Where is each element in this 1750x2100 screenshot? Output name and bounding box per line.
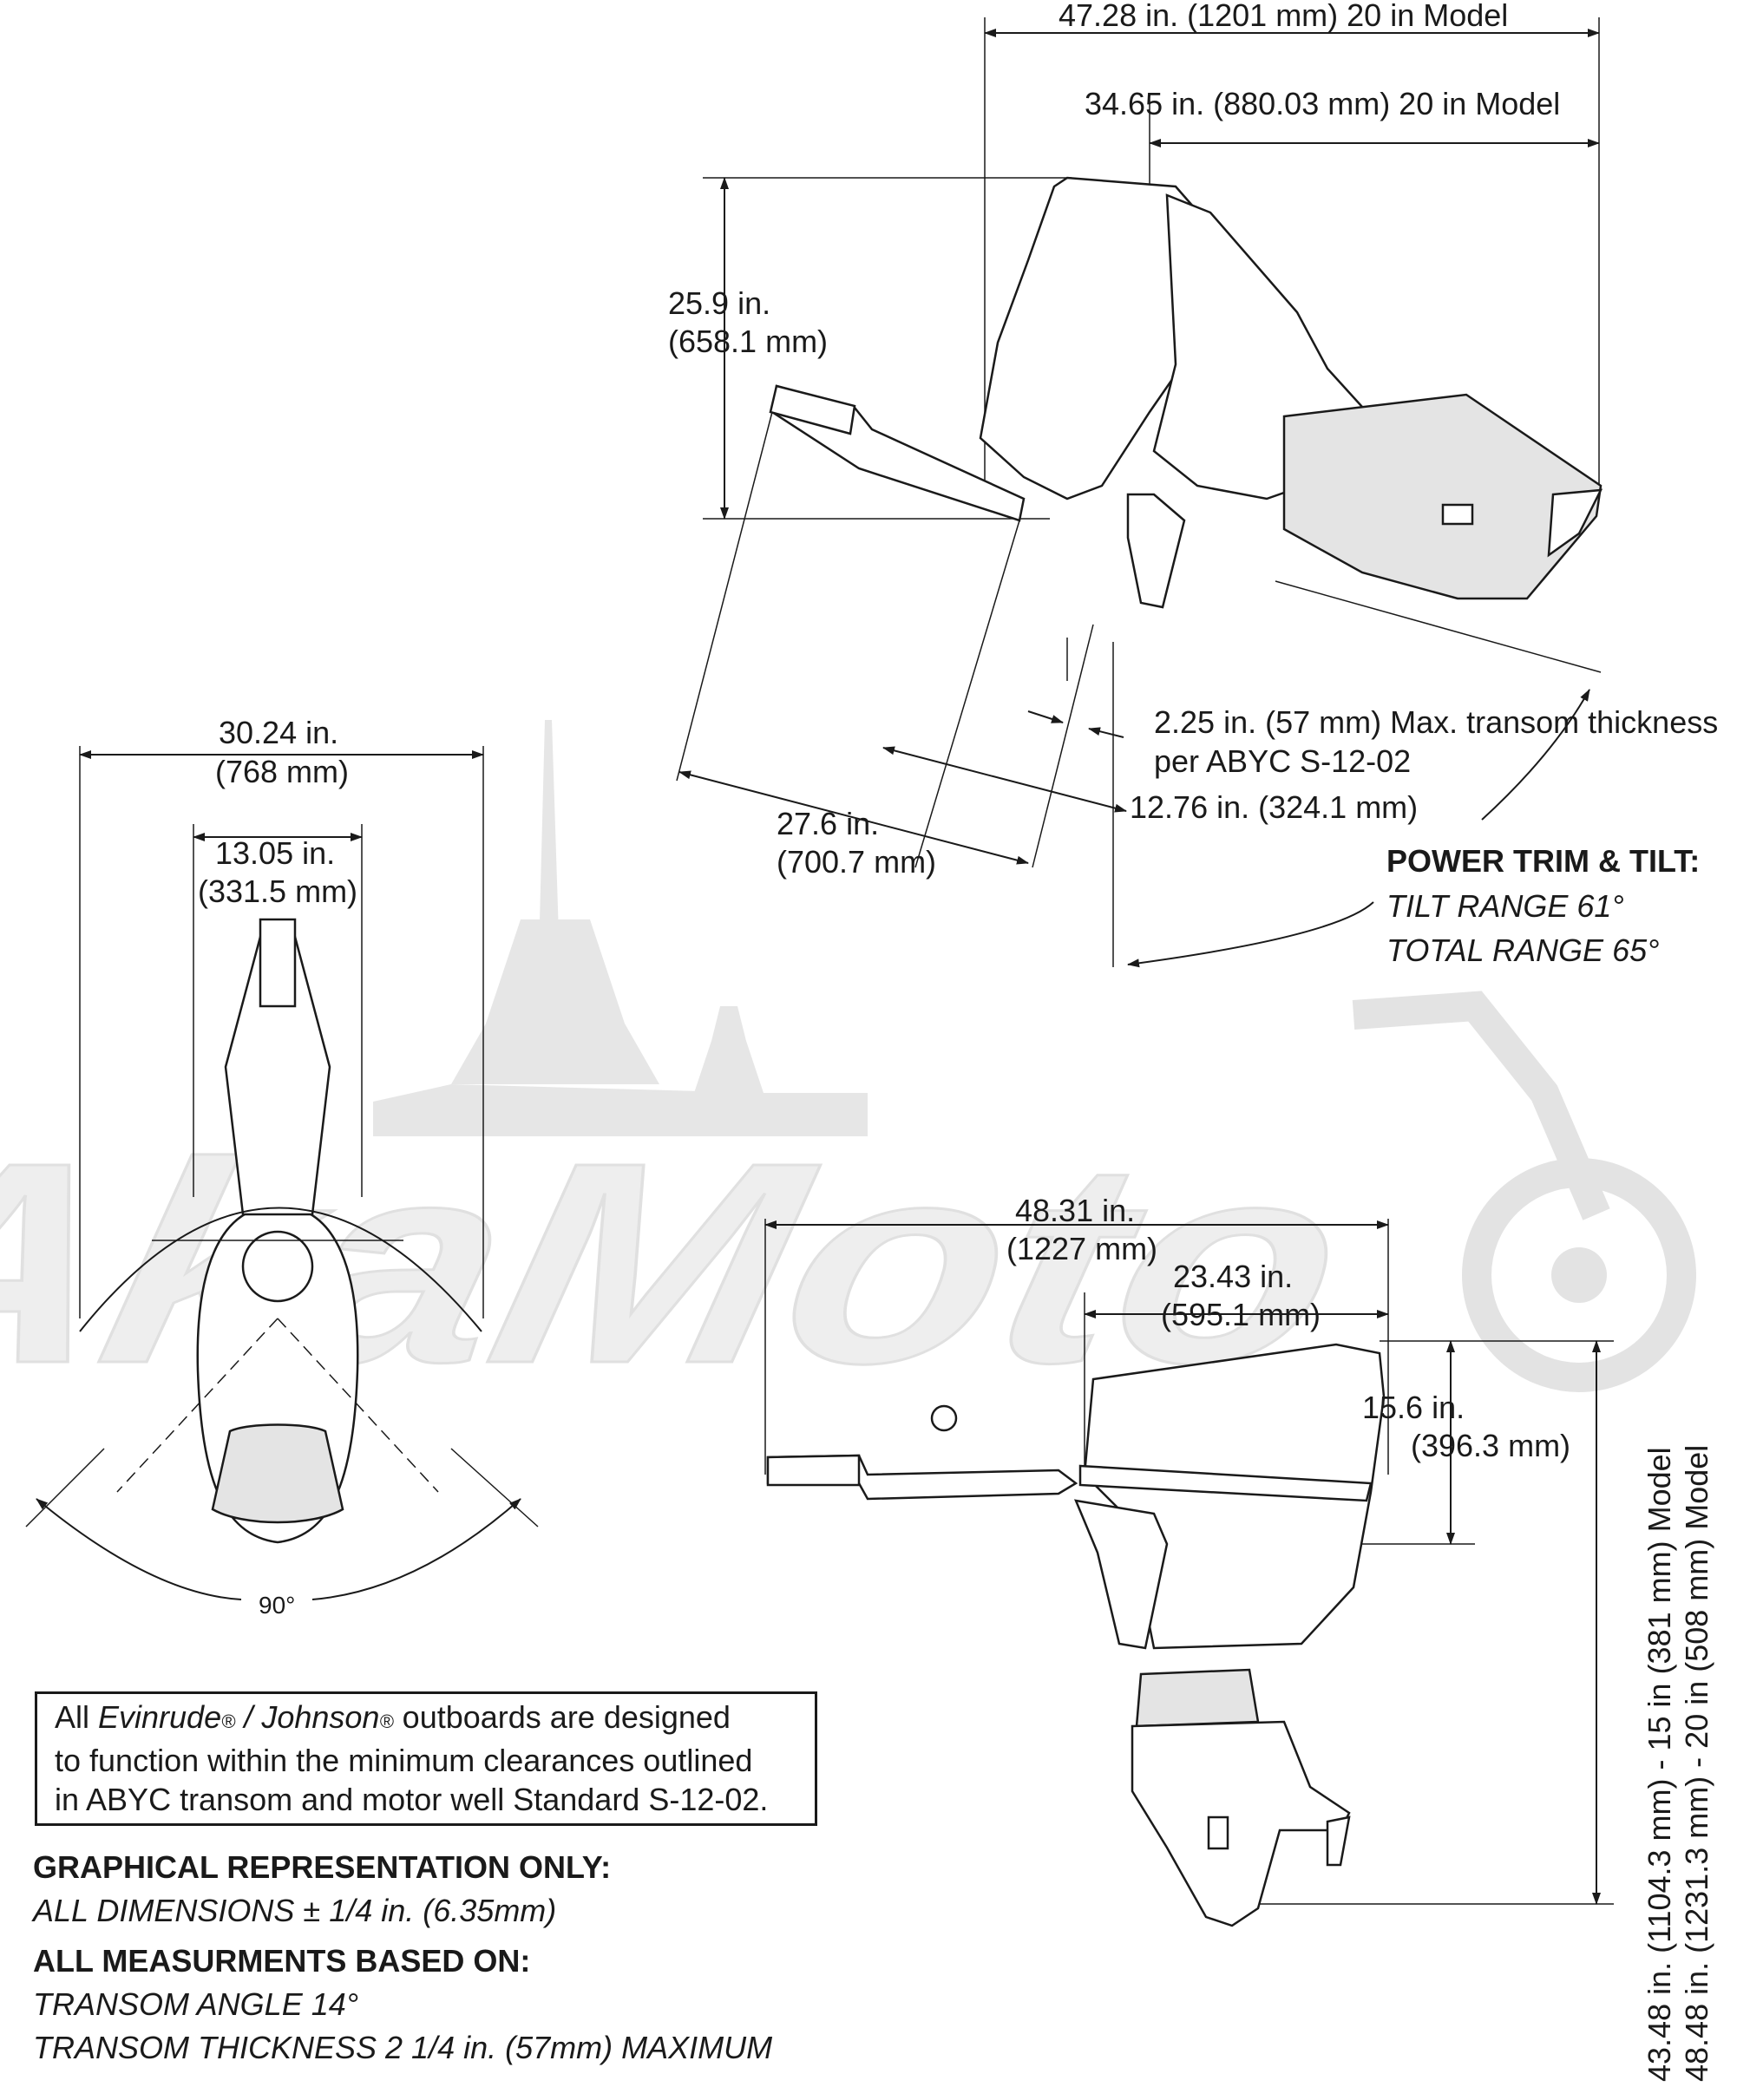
side-midsection <box>1135 1668 1260 1728</box>
dim-swing-width-in: 30.24 in. <box>219 715 338 750</box>
tilted-clamp-bracket <box>1126 493 1186 609</box>
abyc-notice-box: All Evinrude® / Johnson® outboards are d… <box>35 1691 817 1826</box>
dim-cowl-depth-in: 23.43 in. <box>1173 1259 1293 1294</box>
dim-tilted-length-20in: 34.65 in. (880.03 mm) 20 in Model <box>1085 86 1560 121</box>
watermark-building-icon <box>451 919 659 1084</box>
tilted-lower-unit <box>1282 393 1603 600</box>
dim-clearance-27-mm: (700.7 mm) <box>777 844 936 880</box>
notes-dimension-tolerance: ALL DIMENSIONS ± 1/4 in. (6.35mm) <box>33 1893 557 1928</box>
top-cowl-rear <box>211 1423 344 1524</box>
watermark-motorcycle-icon <box>1352 991 1696 1392</box>
side-skeg <box>1326 1815 1351 1867</box>
power-trim-total-range: TOTAL RANGE 65° <box>1386 932 1660 968</box>
side-clamp-bracket <box>1073 1499 1169 1650</box>
dim-clearance-12: 12.76 in. (324.1 mm) <box>1130 789 1418 825</box>
side-tiller-grip <box>766 1454 861 1487</box>
dim-tilted-height-in: 25.9 in. <box>668 285 770 321</box>
notice-line-1: All Evinrude® / Johnson® outboards are d… <box>55 1699 731 1735</box>
dim-transom-thickness: 2.25 in. (57 mm) Max. transom thickness <box>1154 704 1718 740</box>
side-anode <box>1207 1815 1229 1850</box>
notice-line-3: in ABYC transom and motor well Standard … <box>55 1782 769 1817</box>
notes-transom-angle: TRANSOM ANGLE 14° <box>33 1986 359 2022</box>
dim-clearance-27-in: 27.6 in. <box>777 806 879 841</box>
dim-height-20-model: 48.48 in. (1231.3 mm) - 20 in (508 mm) M… <box>1679 1445 1714 2082</box>
dim-height-15-model: 43.48 in. (1104.3 mm) - 15 in (381 mm) M… <box>1642 1447 1677 2082</box>
dim-swing-width-mm: (768 mm) <box>215 754 349 789</box>
watermark-tower-icon <box>694 1006 764 1093</box>
power-trim-heading: POWER TRIM & TILT: <box>1386 843 1700 879</box>
dim-overall-length-20in: 47.28 in. (1201 mm) 20 in Model <box>1059 0 1508 33</box>
tilted-tiller-grip <box>769 384 856 435</box>
side-view <box>764 1219 1614 1927</box>
notes-heading-graphical: GRAPHICAL REPRESENTATION ONLY: <box>33 1849 612 1885</box>
notes-heading-measurements: ALL MEASURMENTS BASED ON: <box>33 1943 531 1979</box>
dim-transom-standard: per ABYC S-12-02 <box>1154 743 1411 779</box>
dim-side-length-mm: (1227 mm) <box>1006 1231 1157 1266</box>
dim-cowl-height-mm: (396.3 mm) <box>1411 1428 1570 1463</box>
power-trim-tilt-range: TILT RANGE 61° <box>1386 888 1624 924</box>
top-tiller-grip <box>259 918 297 1008</box>
dim-side-length-in: 48.31 in. <box>1015 1193 1135 1228</box>
top-view <box>25 746 539 1600</box>
notes-transom-thickness: TRANSOM THICKNESS 2 1/4 in. (57mm) MAXIM… <box>33 2030 773 2065</box>
dim-steering-angle: 90° <box>259 1592 295 1619</box>
dim-body-width-in: 13.05 in. <box>215 835 335 871</box>
tilted-anode <box>1441 503 1474 526</box>
notice-line-2: to function within the minimum clearance… <box>55 1743 753 1778</box>
side-throttle-knob <box>930 1404 958 1432</box>
watermark-skyline-icon <box>373 1084 868 1136</box>
dim-cowl-depth-mm: (595.1 mm) <box>1161 1297 1321 1332</box>
top-steering-head <box>241 1230 314 1303</box>
tilted-skeg <box>1547 488 1603 558</box>
dim-tilted-height-mm: (658.1 mm) <box>668 324 828 359</box>
side-lower-unit <box>1131 1720 1351 1927</box>
side-cowl-band <box>1078 1464 1373 1502</box>
dim-cowl-height-in: 15.6 in. <box>1362 1390 1465 1425</box>
notes-block: GRAPHICAL REPRESENTATION ONLY: ALL DIMEN… <box>33 1848 772 2068</box>
tilted-view <box>676 17 1603 968</box>
dim-body-width-mm: (331.5 mm) <box>198 873 357 909</box>
